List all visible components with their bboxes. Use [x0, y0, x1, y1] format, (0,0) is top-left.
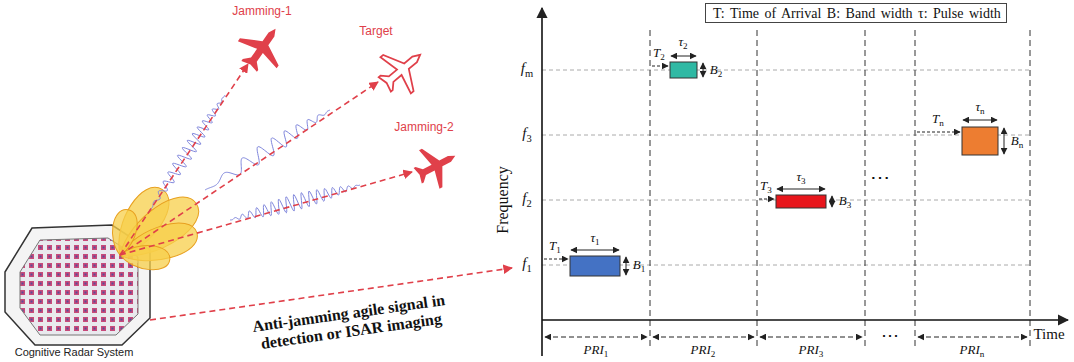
grid-lines [542, 70, 1030, 265]
jammer-plane [407, 136, 465, 195]
pri-arrows [545, 337, 1027, 338]
pulse-width-label: τ1 [590, 231, 599, 247]
axis-title: Time [1033, 326, 1064, 343]
pulse-width-label: τn [975, 100, 984, 116]
pulses [570, 62, 998, 276]
dimension-arrows [544, 56, 1004, 275]
legend-box: T: Time of Arrival B: Band width τ: Puls… [705, 3, 1007, 23]
frequency-tick: f3 [522, 125, 531, 144]
plane-label: Jamming-1 [232, 5, 291, 18]
axes [542, 8, 1068, 356]
bandwidth-label: B2 [710, 63, 723, 79]
signal-waves [150, 95, 360, 220]
pri-label: PRI2 [691, 343, 716, 359]
toa-label: T3 [760, 179, 772, 195]
bandwidth-label: B3 [839, 194, 852, 210]
ellipsis: ⋯ [870, 166, 890, 188]
signal-wave [205, 110, 330, 190]
frequency-tick: f1 [522, 255, 531, 274]
jammer-plane [230, 15, 295, 80]
toa-label: T2 [653, 46, 665, 62]
target-plane [370, 37, 436, 103]
pri-label: PRI3 [799, 343, 824, 359]
ellipsis: ⋯ [881, 326, 899, 346]
signal-caption: Anti-jamming agile signal in detection o… [224, 287, 476, 357]
pri-dividers [650, 30, 1030, 346]
plane-label: Target [359, 25, 392, 38]
pulse-width-label: τ2 [678, 35, 687, 51]
toa-label: T1 [549, 239, 561, 255]
frequency-tick: fm [521, 60, 533, 79]
pri-label: PRI1 [584, 343, 609, 359]
pri-label: PRIn [960, 343, 985, 359]
plane-label: Jamming-2 [394, 121, 453, 134]
pulse-width-label: τ3 [796, 170, 805, 186]
bandwidth-label: Bn [1011, 134, 1024, 150]
signal-wave [230, 185, 360, 220]
legend-text: T: Time of Arrival B: Band width τ: Puls… [713, 6, 999, 22]
axis-title: Frequency [494, 166, 512, 234]
frequency-tick: f2 [522, 190, 531, 209]
beam-lobe [119, 243, 171, 271]
radar-label: Cognitive Radar System [15, 346, 134, 358]
beam-rays [120, 64, 512, 320]
beam-lobes [105, 180, 207, 272]
bandwidth-label: B1 [633, 258, 646, 274]
toa-label: Tn [932, 112, 944, 128]
